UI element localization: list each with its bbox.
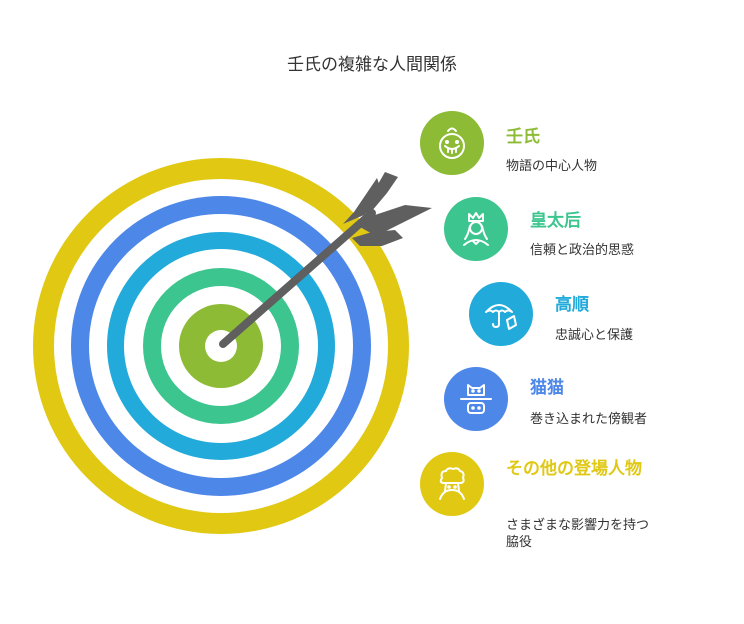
item-name: その他の登場人物 xyxy=(506,459,642,479)
diagram-title: 壬氏の複雑な人間関係 xyxy=(287,55,457,75)
item-name: 高順 xyxy=(555,295,589,315)
arrow-shaft xyxy=(219,209,376,348)
item-name: 壬氏 xyxy=(506,127,540,147)
badge-jinshi xyxy=(420,111,484,175)
two-faces-icon xyxy=(460,384,492,414)
umbrella-icon xyxy=(485,304,517,330)
crowd-icon xyxy=(439,467,465,500)
item-description: さまざまな影響力を持つ脇役 xyxy=(506,518,650,550)
item-description: 巻き込まれた傍観者 xyxy=(530,412,648,427)
badge-other-characters xyxy=(420,452,484,516)
arrow xyxy=(219,172,432,348)
item-name: 猫猫 xyxy=(530,378,564,398)
item-description: 信頼と政治的思惑 xyxy=(530,243,635,258)
queen-icon xyxy=(463,212,489,246)
arrow-fletching xyxy=(343,178,383,224)
baby-face-icon xyxy=(439,127,465,159)
item-description: 忠誠心と保護 xyxy=(555,328,634,343)
item-name: 皇太后 xyxy=(530,211,581,231)
item-description: 物語の中心人物 xyxy=(506,159,598,174)
badge-maomao xyxy=(444,367,508,431)
badge-empress-dowager xyxy=(444,197,508,261)
badge-gaoshun xyxy=(469,282,533,346)
